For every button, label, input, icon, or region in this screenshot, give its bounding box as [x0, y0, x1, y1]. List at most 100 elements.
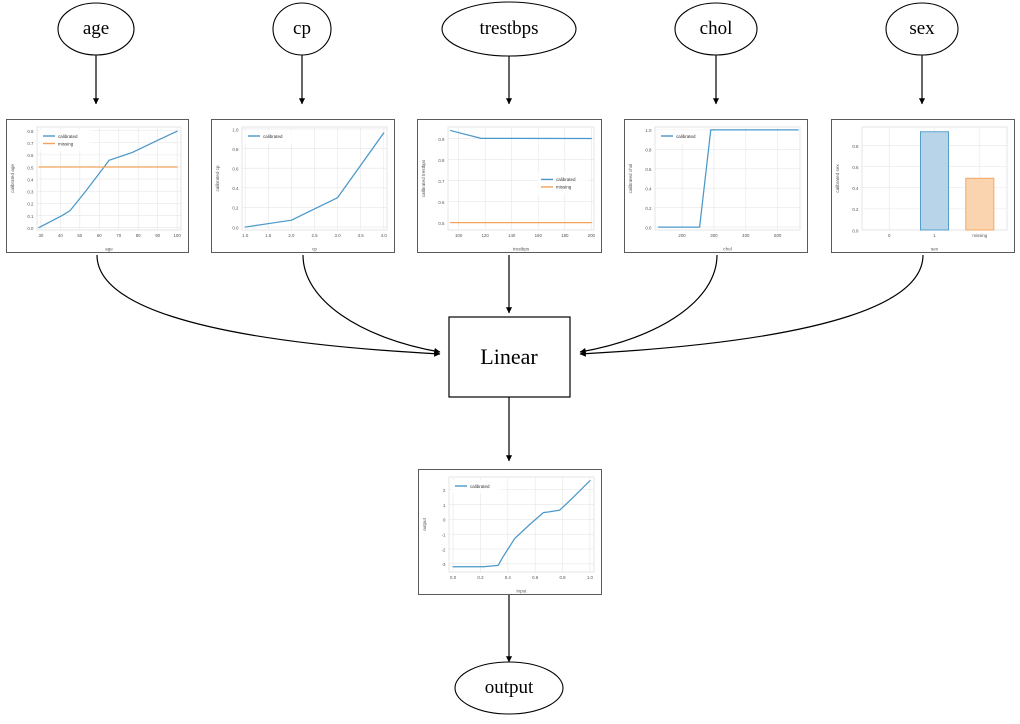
- svg-text:0.6: 0.6: [27, 153, 34, 158]
- svg-text:0.0: 0.0: [852, 228, 859, 233]
- svg-text:0.2: 0.2: [232, 206, 239, 211]
- svg-text:0.6: 0.6: [532, 575, 539, 580]
- svg-text:0.5: 0.5: [438, 221, 445, 226]
- svg-text:missing: missing: [972, 233, 987, 238]
- svg-text:100: 100: [173, 233, 181, 238]
- svg-text:0.4: 0.4: [27, 177, 34, 182]
- node-chol[interactable]: [674, 2, 758, 56]
- svg-text:calibrated trestbps: calibrated trestbps: [421, 159, 426, 197]
- node-trestbps[interactable]: [441, 1, 577, 57]
- svg-text:calibrated cp: calibrated cp: [215, 165, 220, 191]
- svg-text:0.4: 0.4: [232, 186, 239, 191]
- svg-text:0.3: 0.3: [27, 190, 34, 195]
- svg-text:-3: -3: [442, 562, 446, 567]
- svg-text:-2: -2: [442, 547, 446, 552]
- svg-text:0.2: 0.2: [852, 207, 859, 212]
- svg-text:120: 120: [481, 233, 489, 238]
- svg-text:0.6: 0.6: [645, 167, 652, 172]
- svg-text:input: input: [517, 589, 528, 594]
- svg-text:calibrated: calibrated: [470, 484, 490, 489]
- svg-text:chol: chol: [723, 247, 731, 252]
- svg-text:0.7: 0.7: [27, 141, 34, 146]
- svg-text:0.6: 0.6: [232, 167, 239, 172]
- svg-text:0.8: 0.8: [438, 158, 445, 163]
- edge-sex-to-linear: [579, 254, 924, 357]
- svg-text:0.8: 0.8: [645, 148, 652, 153]
- svg-text:0: 0: [443, 518, 446, 523]
- svg-text:-1: -1: [442, 532, 446, 537]
- svg-text:0.8: 0.8: [27, 129, 34, 134]
- svg-text:300: 300: [710, 233, 718, 238]
- svg-text:2: 2: [443, 488, 446, 493]
- svg-text:70: 70: [116, 233, 121, 238]
- svg-text:0.6: 0.6: [438, 200, 445, 205]
- svg-text:calibrated: calibrated: [676, 134, 696, 139]
- svg-text:0.0: 0.0: [27, 226, 34, 231]
- svg-text:2.0: 2.0: [288, 233, 295, 238]
- svg-text:0.2: 0.2: [477, 575, 484, 580]
- svg-text:0.6: 0.6: [852, 165, 859, 170]
- svg-text:0.8: 0.8: [232, 147, 239, 152]
- svg-text:0.0: 0.0: [645, 225, 652, 230]
- svg-text:80: 80: [136, 233, 141, 238]
- svg-text:0.0: 0.0: [450, 575, 457, 580]
- svg-text:calibrated: calibrated: [58, 134, 78, 139]
- svg-text:missing: missing: [58, 141, 74, 146]
- svg-text:160: 160: [535, 233, 543, 238]
- svg-text:missing: missing: [556, 185, 572, 190]
- svg-text:0.0: 0.0: [232, 225, 239, 230]
- svg-text:0.7: 0.7: [438, 179, 445, 184]
- node-sex[interactable]: [885, 2, 959, 56]
- plot-card-trestbps[interactable]: 0.5 0.6 0.7 0.8 0.9 100 120 140 160 180 200 trestbp…: [417, 119, 602, 253]
- svg-text:trestbps: trestbps: [513, 247, 530, 252]
- svg-text:calibrated age: calibrated age: [10, 164, 15, 193]
- edge-cp-to-linear: [302, 254, 441, 355]
- svg-text:1.0: 1.0: [242, 233, 249, 238]
- chart-trestbps: 0.5 0.6 0.7 0.8 0.9 100 120 140 160 180 200 trestbp…: [421, 126, 596, 252]
- svg-text:calibrated chol: calibrated chol: [628, 164, 633, 194]
- svg-text:1.0: 1.0: [232, 127, 239, 132]
- edge-chol-to-linear: [579, 254, 718, 355]
- node-output[interactable]: [454, 661, 564, 715]
- svg-text:0.2: 0.2: [27, 202, 34, 207]
- svg-text:100: 100: [455, 233, 463, 238]
- svg-text:0.9: 0.9: [438, 137, 445, 142]
- svg-text:3.5: 3.5: [358, 233, 365, 238]
- svg-text:180: 180: [561, 233, 569, 238]
- svg-text:1: 1: [933, 233, 936, 238]
- svg-text:sex: sex: [931, 247, 939, 252]
- svg-text:3.0: 3.0: [335, 233, 342, 238]
- svg-text:1.5: 1.5: [265, 233, 272, 238]
- node-cp[interactable]: [272, 2, 332, 56]
- svg-text:output: output: [422, 517, 427, 530]
- node-linear[interactable]: [448, 316, 571, 398]
- svg-text:30: 30: [38, 233, 43, 238]
- svg-text:140: 140: [508, 233, 516, 238]
- svg-text:400: 400: [742, 233, 750, 238]
- svg-text:90: 90: [155, 233, 160, 238]
- svg-text:0.5: 0.5: [27, 165, 34, 170]
- svg-text:60: 60: [97, 233, 102, 238]
- node-age[interactable]: [57, 2, 135, 56]
- svg-text:0.4: 0.4: [505, 575, 512, 580]
- svg-text:0.8: 0.8: [559, 575, 566, 580]
- svg-text:age: age: [105, 247, 113, 252]
- svg-text:0.2: 0.2: [645, 206, 652, 211]
- svg-text:0: 0: [888, 233, 891, 238]
- svg-text:200: 200: [588, 233, 596, 238]
- svg-text:200: 200: [678, 233, 686, 238]
- svg-text:calibrated: calibrated: [263, 134, 283, 139]
- svg-text:calibrated: calibrated: [556, 177, 576, 182]
